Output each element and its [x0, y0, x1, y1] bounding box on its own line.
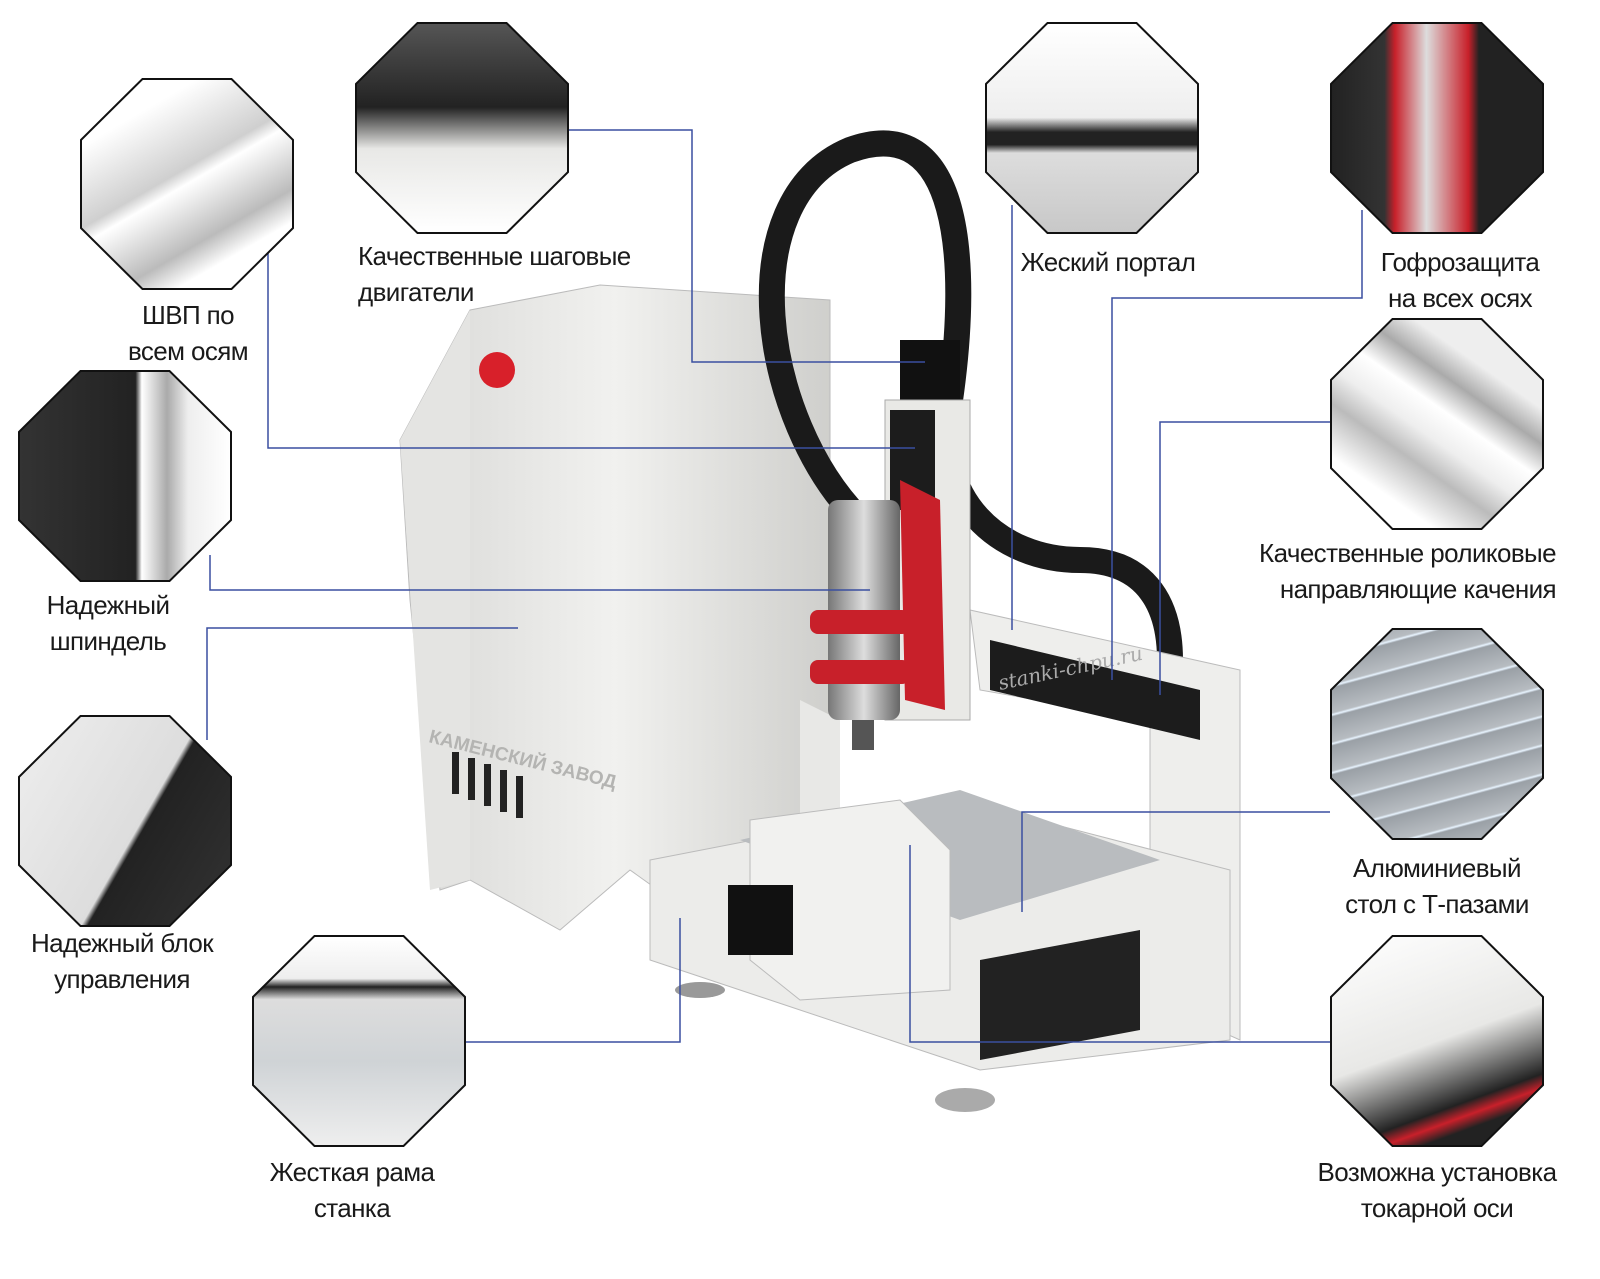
- linear-rail-photo-icon: [1330, 318, 1544, 530]
- connector-frame: [464, 918, 681, 1043]
- connector-lathe: [909, 845, 1330, 1043]
- connector-control: [206, 627, 518, 740]
- emergency-stop-button: [479, 352, 515, 388]
- bellows-photo-icon: [1330, 22, 1544, 234]
- rotary-axis-photo-icon: [1330, 935, 1544, 1147]
- gantry-photo-icon: [985, 22, 1199, 234]
- frame-photo-icon: [252, 935, 466, 1147]
- feature-portal: Жеский портал: [1020, 247, 1196, 277]
- ballscrew-photo-icon: [80, 78, 294, 290]
- bellows-x: [990, 640, 1200, 740]
- control-cabinet: [399, 284, 831, 931]
- connector-bellows: [1111, 210, 1363, 680]
- stepper-motor-photo-icon: [355, 22, 569, 234]
- bellows-y: [980, 930, 1140, 1060]
- control-box-photo-icon: [18, 715, 232, 927]
- connector-steppers: [567, 129, 925, 363]
- connector-spindle: [209, 555, 870, 591]
- connector-table: [1021, 811, 1330, 912]
- connector-rails: [1159, 421, 1330, 695]
- connector-ballscrew: [267, 250, 915, 449]
- t-slot-table-photo-icon: [1330, 628, 1544, 840]
- cable-hose: [758, 130, 1183, 661]
- spindle-vfd-photo-icon: [18, 370, 232, 582]
